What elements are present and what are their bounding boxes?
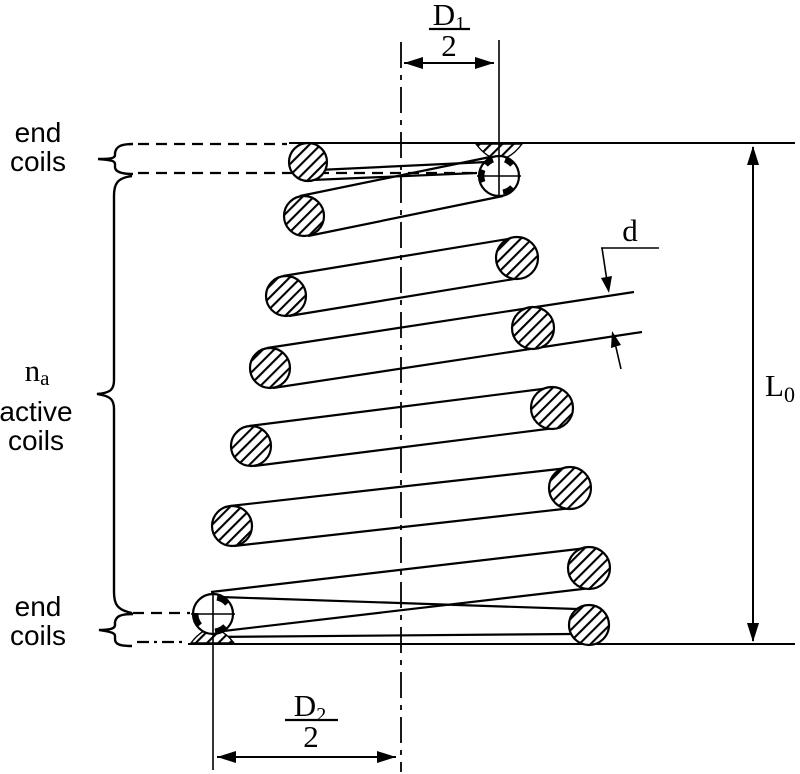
coil-tube-line bbox=[299, 154, 496, 198]
text-labels: end coils na active coils end coils bbox=[0, 117, 73, 651]
rim-hatch-patch bbox=[502, 185, 514, 195]
coil-tube-line bbox=[266, 290, 635, 350]
ground-reference-lines bbox=[188, 142, 795, 645]
d1-arrowhead-right bbox=[475, 57, 494, 69]
wire-section bbox=[210, 504, 254, 548]
wire-section bbox=[248, 346, 292, 390]
wire-section bbox=[229, 424, 273, 468]
coil-tube-line bbox=[214, 586, 592, 634]
coil-tube-line bbox=[272, 330, 643, 390]
braces bbox=[96, 142, 134, 648]
dimension-d2-half: D2 2 bbox=[217, 688, 396, 763]
coil-tube-line bbox=[229, 466, 569, 508]
wire-cross-sections bbox=[210, 141, 612, 647]
dimension-wire-d: d bbox=[601, 213, 659, 370]
end-coils-bottom-line2: coils bbox=[10, 620, 66, 651]
l0-arrowhead-bottom bbox=[747, 623, 759, 642]
wire-section bbox=[287, 141, 329, 183]
coil-tube-line bbox=[253, 426, 556, 468]
wire-section bbox=[529, 385, 575, 431]
active-label: active bbox=[0, 396, 73, 427]
rim-hatch-patch bbox=[484, 157, 495, 167]
end-coils-top-line2: coils bbox=[10, 146, 66, 177]
d2-denominator: 2 bbox=[303, 719, 319, 754]
d2-arrowhead-left bbox=[217, 751, 236, 763]
l0-label: L0 bbox=[765, 368, 795, 407]
rim-hatch-patch bbox=[193, 612, 203, 627]
wire-section bbox=[566, 545, 612, 591]
rim-hatch-patch bbox=[214, 624, 227, 634]
d2-arrowhead-right bbox=[377, 751, 396, 763]
bottom-end-coils-brace bbox=[98, 612, 134, 648]
wire-section bbox=[567, 603, 611, 647]
coil-tube-line bbox=[282, 236, 515, 278]
end-coils-bottom-line1: end bbox=[15, 591, 62, 622]
coil-tube-line bbox=[248, 386, 551, 428]
coil-tube-line bbox=[233, 506, 573, 548]
wire-section bbox=[547, 465, 593, 511]
d-label: d bbox=[622, 213, 638, 248]
coil-tube-line bbox=[219, 595, 578, 611]
d-arrowhead-lower bbox=[611, 331, 621, 348]
dimension-l0: L0 bbox=[747, 146, 795, 642]
d1-arrowhead-left bbox=[404, 57, 423, 69]
d-leader-upper bbox=[601, 247, 608, 282]
rim-hatch-patch bbox=[216, 595, 229, 606]
coil-tube-line bbox=[210, 546, 588, 594]
dimension-d1-half: D1 2 bbox=[404, 0, 494, 69]
coil-tube-line bbox=[205, 632, 573, 639]
wire-section bbox=[494, 235, 540, 281]
coil-tubes bbox=[205, 154, 643, 639]
d2-label: D2 bbox=[294, 688, 326, 726]
l0-arrowhead-top bbox=[747, 146, 759, 165]
wire-section bbox=[282, 194, 326, 238]
coil-tube-line bbox=[307, 194, 504, 238]
coil-tube-line bbox=[288, 276, 521, 318]
wire-section bbox=[264, 274, 308, 318]
na-label: na bbox=[25, 353, 51, 390]
d-leader-lower bbox=[614, 342, 622, 370]
end-coils-top-line1: end bbox=[15, 117, 62, 148]
active-coils-brace bbox=[96, 174, 133, 615]
extension-lines bbox=[212, 40, 500, 770]
rim-hatch-patch bbox=[503, 157, 514, 167]
d-arrowhead-upper bbox=[601, 276, 612, 293]
wire-section bbox=[510, 305, 556, 351]
active-coils-label: coils bbox=[8, 425, 64, 456]
top-end-coils-brace bbox=[97, 142, 134, 176]
d1-label: D1 bbox=[433, 0, 465, 35]
d1-denominator: 2 bbox=[441, 28, 457, 63]
